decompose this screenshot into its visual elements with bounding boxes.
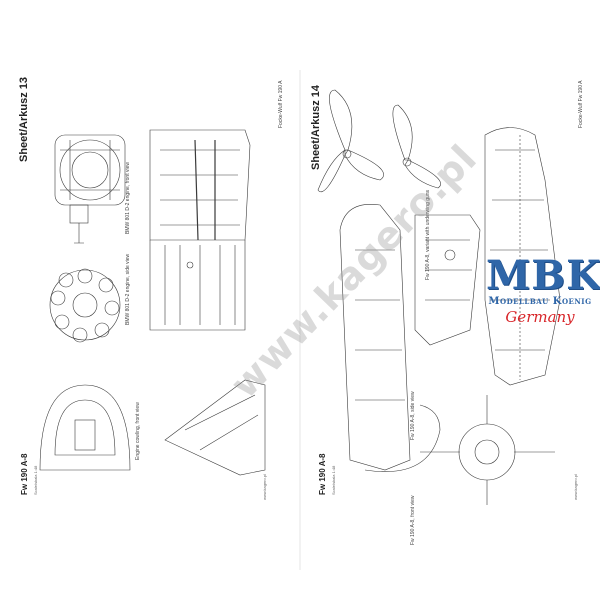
- fuselage-side-view: [414, 214, 481, 346]
- sheet-title-right: Sheet/Arkusz 14: [310, 85, 322, 170]
- website-right: www.kagero.pl: [573, 473, 578, 500]
- wing-plan-view: [339, 203, 441, 472]
- engine-side-view: [54, 134, 126, 244]
- sheet-subject-left: Focke-Wulf Fw 190 A: [278, 80, 284, 128]
- note-right-3: Fw 190 A-8, front view: [410, 495, 416, 545]
- logo-germany: Germany: [505, 308, 575, 326]
- engine-front-view: [49, 268, 121, 343]
- scale-left: Scale/skala 1:48: [33, 465, 38, 495]
- wing-section-view: [164, 379, 266, 476]
- propeller-view: [317, 89, 441, 192]
- website-left: www.kagero.pl: [262, 473, 267, 500]
- mbk-logo: MBK Modellbau Koenig Germany: [486, 252, 600, 334]
- bottom-title-left: Fw 190 A-8: [20, 453, 29, 496]
- fuselage-section-side: [149, 129, 251, 331]
- bottom-title-right: Fw 190 A-8: [318, 453, 327, 496]
- aircraft-plan-view: [484, 127, 561, 386]
- aircraft-front-view: [420, 395, 555, 505]
- sheet-title-left: Sheet/Arkusz 13: [18, 77, 30, 162]
- note-left-2: BMW 801 D-2 engine, side view: [125, 253, 131, 325]
- scale-right: Scale/skala 1:48: [331, 465, 336, 495]
- logo-subtitle: Modellbau Koenig: [488, 296, 592, 307]
- note-left-3: Engine cowling, front view: [135, 402, 141, 460]
- sheet-subject-right: Focke-Wulf Fw 190 A: [578, 80, 584, 128]
- cowling-front-view: [39, 384, 131, 471]
- note-left-1: BMW 801 D-2 engine, front view: [125, 162, 131, 234]
- note-right-2: Fw 190 A-8, side view: [410, 391, 416, 440]
- logo-mbk-text: MBK: [486, 252, 600, 299]
